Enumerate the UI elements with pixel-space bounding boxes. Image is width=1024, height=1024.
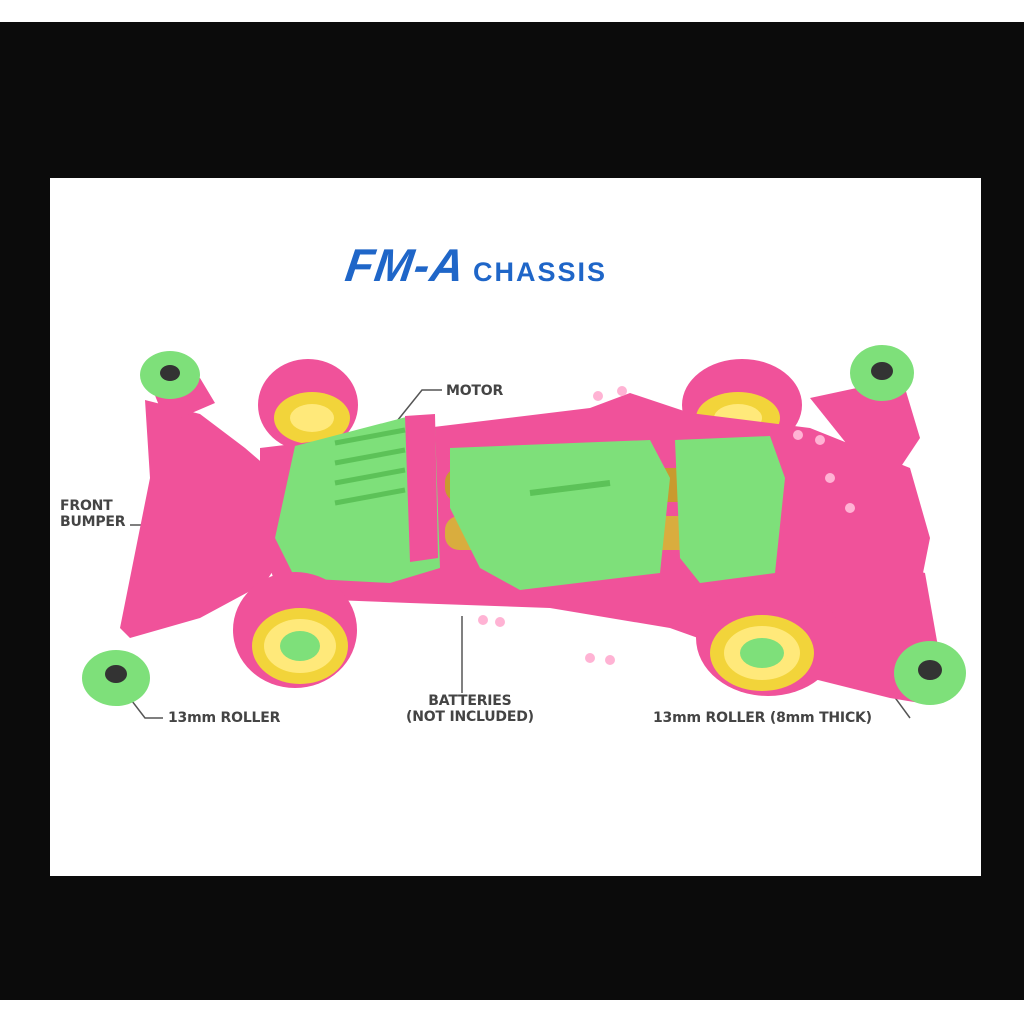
batteries-label-line2: (NOT INCLUDED) <box>406 709 534 725</box>
front-bumper-label: FRONT BUMPER <box>60 498 125 530</box>
batteries-label: BATTERIES (NOT INCLUDED) <box>406 693 534 725</box>
front-bumper-label-line2: BUMPER <box>60 514 125 530</box>
battery-cover <box>450 436 785 590</box>
front-wheel-right <box>696 580 840 696</box>
front-wheel-left <box>233 572 357 688</box>
chassis-illustration <box>50 178 981 876</box>
roller-right-label: 13mm ROLLER (8mm THICK) <box>653 710 872 726</box>
batteries-label-line1: BATTERIES <box>406 693 534 709</box>
roller-top-left <box>140 351 200 399</box>
roller-left-label: 13mm ROLLER <box>168 710 280 726</box>
roller-top-right <box>850 345 914 401</box>
image-panel: FM-A CHASSIS <box>50 178 981 876</box>
motor-label: MOTOR <box>446 383 503 399</box>
roller-bottom-right <box>894 641 966 705</box>
roller-bottom-left <box>82 650 150 706</box>
front-bumper-label-line1: FRONT <box>60 498 125 514</box>
